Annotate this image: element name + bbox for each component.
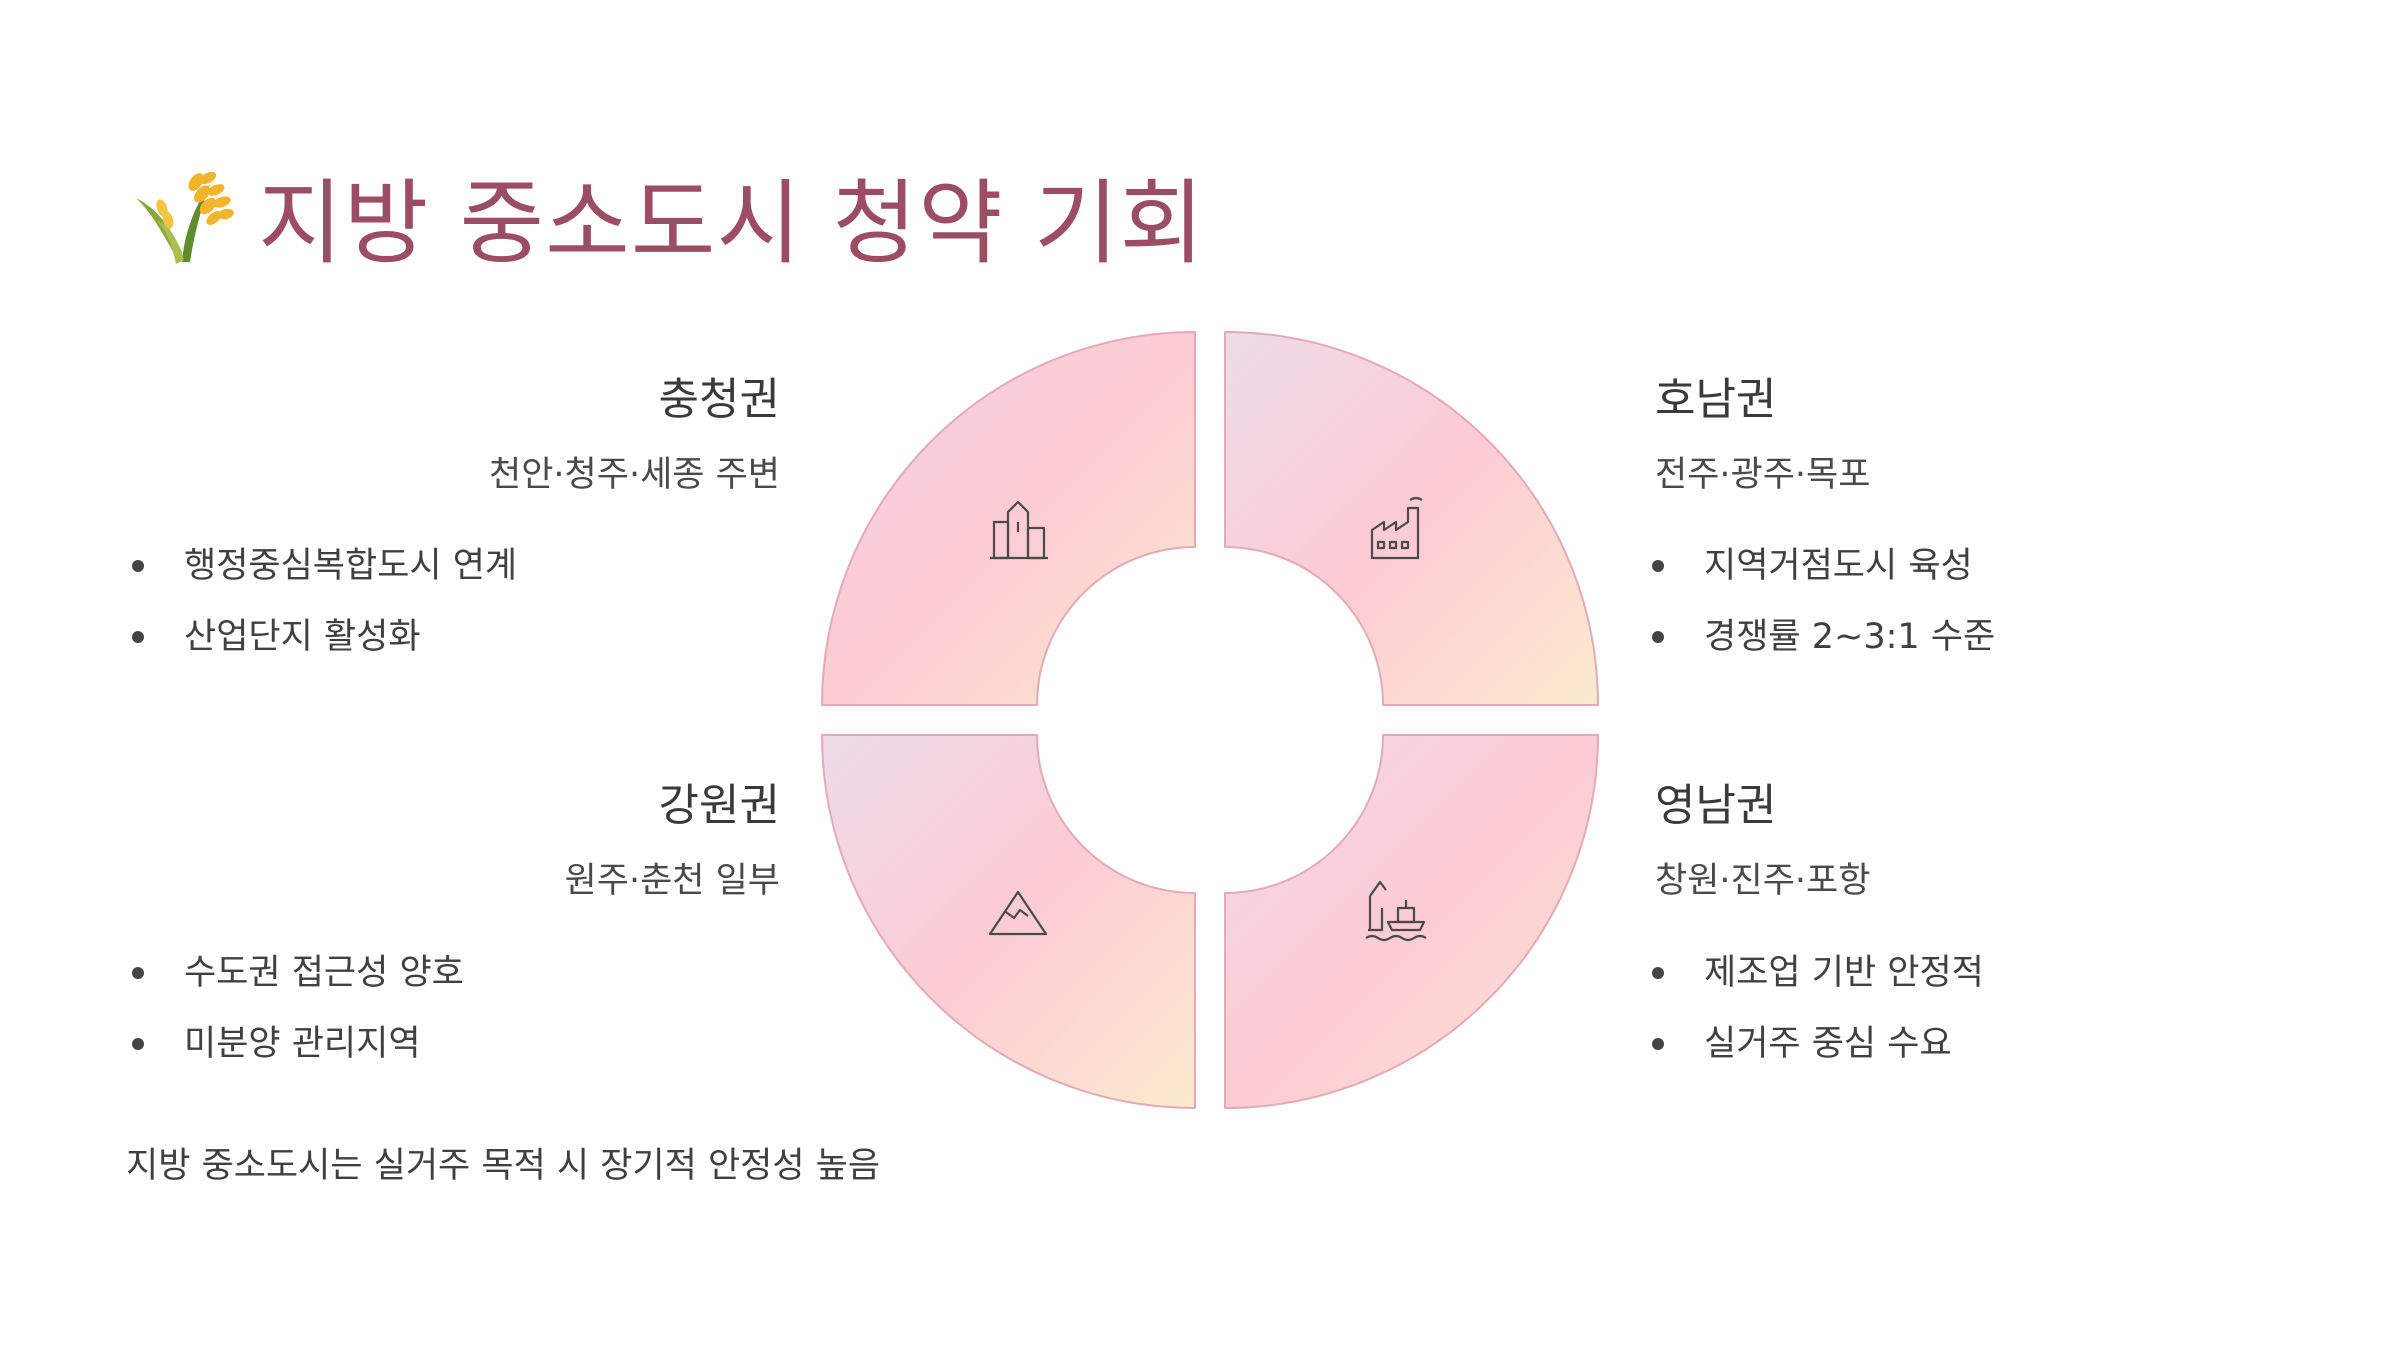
slide-title: 지방 중소도시 청약 기회 <box>258 169 1206 277</box>
region-title-chungcheong: 충청권 <box>658 374 780 425</box>
footnote: 지방 중소도시는 실거주 목적 시 장기적 안정성 높음 <box>126 1146 881 1186</box>
city-buildings-icon <box>990 500 1048 560</box>
bullet-dot <box>1652 631 1664 643</box>
quadrant-segment-honam <box>1224 331 1599 706</box>
bullet-text: 지역거점도시 육성 <box>1704 546 1973 586</box>
list-item: 경쟁률 2~3:1 수준 <box>1646 614 1995 660</box>
bullet-dot <box>1652 1038 1664 1050</box>
bullet-dot <box>1652 560 1664 572</box>
bullet-list-chungcheong: 행정중심복합도시 연계 산업단지 활성화 <box>126 543 517 685</box>
bullet-text: 경쟁률 2~3:1 수준 <box>1704 617 1996 657</box>
list-item: 지역거점도시 육성 <box>1646 543 1995 589</box>
bullet-dot <box>1652 967 1664 979</box>
region-title-gangwon: 강원권 <box>658 780 780 831</box>
bullet-list-yeongnam: 제조업 기반 안정적 실거주 중심 수요 <box>1646 950 1984 1092</box>
list-item: 실거주 중심 수요 <box>1646 1021 1984 1067</box>
port-ship-icon <box>1365 880 1427 942</box>
region-honam: 호남권 전주·광주·목포 <box>1655 372 2355 498</box>
bullet-text: 수도권 접근성 양호 <box>184 953 464 993</box>
list-item: 수도권 접근성 양호 <box>126 950 464 996</box>
region-subtitle-gangwon: 원주·춘천 일부 <box>564 861 780 901</box>
bullet-dot <box>132 967 144 979</box>
list-item: 행정중심복합도시 연계 <box>126 543 517 589</box>
factory-icon <box>1370 496 1423 560</box>
region-subtitle-honam: 전주·광주·목포 <box>1655 455 1871 495</box>
region-subtitle-yeongnam: 창원·진주·포항 <box>1655 861 1871 901</box>
slide-header: 지방 중소도시 청약 기회 <box>126 150 1205 280</box>
list-item: 산업단지 활성화 <box>126 614 517 660</box>
region-subtitle-chungcheong: 천안·청주·세종 주변 <box>489 455 780 495</box>
region-gangwon: 강원권 원주·춘천 일부 <box>80 778 780 904</box>
mountain-icon <box>988 890 1048 936</box>
region-chungcheong: 충청권 천안·청주·세종 주변 <box>80 372 780 498</box>
bullet-list-honam: 지역거점도시 육성 경쟁률 2~3:1 수준 <box>1646 543 1995 685</box>
rice-plant-icon <box>136 171 234 264</box>
bullet-text: 산업단지 활성화 <box>184 617 421 657</box>
region-yeongnam: 영남권 창원·진주·포항 <box>1655 778 2355 904</box>
bullet-list-gangwon: 수도권 접근성 양호 미분양 관리지역 <box>126 950 464 1092</box>
bullet-text: 실거주 중심 수요 <box>1704 1024 1952 1064</box>
bullet-text: 미분양 관리지역 <box>184 1024 421 1064</box>
list-item: 제조업 기반 안정적 <box>1646 950 1984 996</box>
quadrant-segment-gangwon <box>821 734 1196 1109</box>
list-item: 미분양 관리지역 <box>126 1021 464 1067</box>
bullet-dot <box>132 1038 144 1050</box>
bullet-text: 행정중심복합도시 연계 <box>184 546 518 586</box>
bullet-dot <box>132 560 144 572</box>
bullet-dot <box>132 631 144 643</box>
region-title-yeongnam: 영남권 <box>1655 780 1777 831</box>
quadrant-donut-diagram <box>821 331 1599 1109</box>
region-title-honam: 호남권 <box>1655 374 1777 425</box>
bullet-text: 제조업 기반 안정적 <box>1704 953 1984 993</box>
